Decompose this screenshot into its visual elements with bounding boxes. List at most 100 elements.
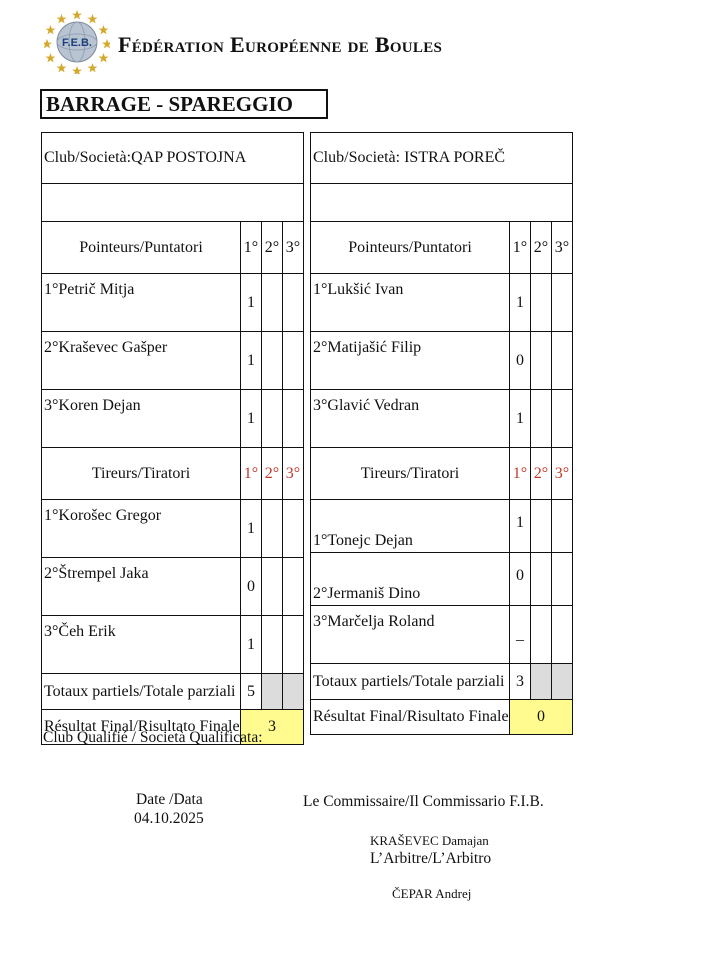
player-score: 1 [240, 615, 262, 674]
partial-total-label: Totaux partiels/Totale parziali [310, 663, 510, 700]
score-cell [282, 273, 304, 332]
pointeurs-header: Pointeurs/Puntatori [310, 221, 510, 274]
ordinal-2: 2° [530, 221, 552, 274]
final-result-label: Résultat Final/Risultato Finale [310, 699, 510, 735]
ordinal-1: 1° [240, 447, 262, 500]
score-cell [550, 499, 574, 553]
score-cell [261, 673, 283, 710]
ordinal-1: 1° [509, 447, 531, 500]
player-score: 0 [509, 331, 531, 390]
player-name: 3°Koren Dejan [41, 389, 241, 448]
score-cell [261, 499, 283, 558]
score-cell [261, 389, 283, 448]
score-cell [550, 273, 574, 332]
partial-total-label: Totaux partiels/Totale parziali [41, 673, 241, 710]
score-cell [282, 389, 304, 448]
ordinal-2: 2° [261, 447, 283, 500]
score-cell [530, 605, 552, 664]
player-name: 3°Marčelja Roland [310, 605, 510, 664]
score-cell [550, 331, 574, 390]
date-value: 04.10.2025 [134, 810, 204, 827]
player-score: 1 [509, 499, 531, 553]
ordinal-2: 2° [530, 447, 552, 500]
score-cell [282, 615, 304, 674]
partial-total-value: 5 [240, 673, 262, 710]
player-row: 2°Štrempel Jaka 0 [41, 557, 304, 616]
player-row: 3°Čeh Erik 1 [41, 615, 304, 674]
player-score: 1 [240, 331, 262, 390]
player-name: 3°Čeh Erik [41, 615, 241, 674]
score-cell [550, 389, 574, 448]
federation-title: Fédération Européenne de Boules [118, 32, 443, 57]
player-name: 3°Glavić Vedran [310, 389, 510, 448]
blank-row [41, 183, 304, 222]
ordinal-1: 1° [240, 221, 262, 274]
score-cell [550, 552, 574, 606]
score-cell [530, 273, 552, 332]
score-cell [550, 663, 574, 700]
ordinal-1: 1° [509, 221, 531, 274]
score-cell [530, 663, 552, 700]
player-row: 3°Glavić Vedran 1 [310, 389, 574, 448]
player-score: 1 [509, 273, 531, 332]
ordinal-3: 3° [550, 221, 574, 274]
commissioner-name: KRAŠEVEC Damajan [370, 833, 489, 848]
score-cell [282, 331, 304, 390]
final-result-value: 0 [508, 699, 574, 735]
player-row: 1°Korošec Gregor 1 [41, 499, 304, 558]
team-table-right: Club/Società: ISTRA POREČ Pointeurs/Punt… [309, 132, 574, 735]
sheet-title: BARRAGE - SPAREGGIO [40, 89, 328, 119]
player-name: 2°Štrempel Jaka [41, 557, 241, 616]
player-score: 1 [509, 389, 531, 448]
player-row: 1°Petrič Mitja 1 [41, 273, 304, 332]
ordinal-3: 3° [282, 447, 304, 500]
player-name: 1°Petrič Mitja [41, 273, 241, 332]
player-row: 1°Tonejc Dejan 1 [310, 499, 574, 553]
player-score: _ [509, 605, 531, 664]
player-row: 2°Matijašić Filip 0 [310, 331, 574, 390]
score-cell [282, 499, 304, 558]
referee-label: L’Arbitre/L’Arbitro [370, 850, 492, 867]
player-score: 0 [509, 552, 531, 606]
player-row: 2°Jermaniš Dino 0 [310, 552, 574, 606]
partial-total-value: 3 [509, 663, 531, 700]
team-table-left: Club/Società:QAP POSTOJNA Pointeurs/Punt… [41, 132, 304, 745]
player-name: 1°Korošec Gregor [41, 499, 241, 558]
score-cell [550, 605, 574, 664]
player-score: 1 [240, 273, 262, 332]
player-name: 2°Kraševec Gašper [41, 331, 241, 390]
score-cell [261, 615, 283, 674]
player-name: 1°Lukšić Ivan [310, 273, 510, 332]
feb-logo: F.E.B. [44, 10, 110, 74]
player-score: 1 [240, 389, 262, 448]
date-label: Date /Data [136, 791, 203, 808]
tireurs-header: Tireurs/Tiratori [41, 447, 241, 500]
pointeurs-header: Pointeurs/Puntatori [41, 221, 241, 274]
ordinal-2: 2° [261, 221, 283, 274]
referee-name: ČEPAR Andrej [392, 886, 472, 901]
score-cell [530, 499, 552, 553]
final-result-value: 3 [240, 709, 304, 745]
score-cell [530, 331, 552, 390]
player-row: 3°Marčelja Roland _ [310, 605, 574, 664]
player-row: 3°Koren Dejan 1 [41, 389, 304, 448]
player-name: 1°Tonejc Dejan [310, 499, 510, 553]
player-score: 0 [240, 557, 262, 616]
final-result-label: Résultat Final/Risultato Finale [41, 709, 241, 745]
player-name: 2°Matijašić Filip [310, 331, 510, 390]
ordinal-3: 3° [282, 221, 304, 274]
club-label: Club/Società:QAP POSTOJNA [41, 132, 304, 184]
blank-row [309, 183, 574, 222]
player-score: 1 [240, 499, 262, 558]
score-cell [261, 273, 283, 332]
score-cell [261, 557, 283, 616]
ordinal-3: 3° [550, 447, 574, 500]
commissioner-label: Le Commissaire/Il Commissario F.I.B. [303, 793, 544, 810]
score-cell [282, 557, 304, 616]
score-cell [282, 673, 304, 710]
qualified-club-label: Club Qualifié / Società Qualificata: [43, 729, 263, 746]
player-row: 2°Kraševec Gašper 1 [41, 331, 304, 390]
logo-text: F.E.B. [62, 37, 92, 49]
tireurs-header: Tireurs/Tiratori [310, 447, 510, 500]
score-cell [261, 331, 283, 390]
